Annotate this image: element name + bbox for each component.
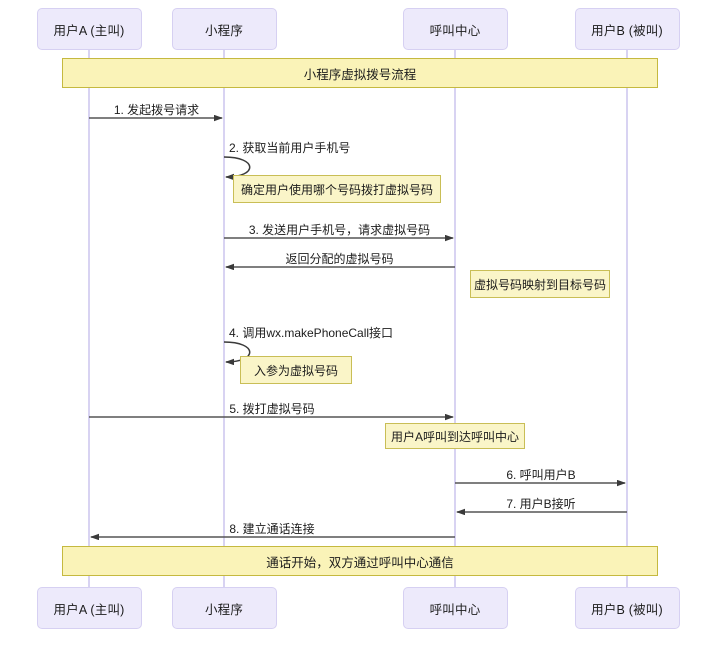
note-label: 用户A呼叫到达呼叫中心 — [391, 429, 520, 444]
participant-mp-bottom[interactable]: 小程序 — [171, 587, 277, 629]
participant-a-bottom[interactable]: 用户A (主叫) — [36, 587, 142, 629]
message-label-8: 7. 用户B接听 — [506, 497, 576, 511]
note-label: 虚拟号码映射到目标号码 — [474, 277, 607, 292]
participant-label: 小程序 — [204, 23, 244, 38]
message-arrow-5-self — [223, 341, 251, 366]
note-4: 用户A呼叫到达呼叫中心 — [385, 423, 525, 449]
message-label-2: 2. 获取当前用户手机号 — [229, 141, 351, 155]
message-label-5: 4. 调用wx.makePhoneCall接口 — [229, 326, 394, 340]
note-label: 确定用户使用哪个号码拨打虚拟号码 — [241, 182, 434, 197]
participant-cc-bottom[interactable]: 呼叫中心 — [402, 587, 508, 629]
participant-label: 用户B (被叫) — [591, 23, 663, 38]
banner-label: 通话开始，双方通过呼叫中心通信 — [266, 555, 454, 570]
participant-label: 用户A (主叫) — [53, 602, 125, 617]
message-label-4: 返回分配的虚拟号码 — [285, 252, 394, 266]
message-arrows-group — [89, 114, 627, 541]
participant-label: 用户B (被叫) — [591, 602, 663, 617]
message-label-3: 3. 发送用户手机号，请求虚拟号码 — [248, 223, 431, 237]
participant-b-bottom[interactable]: 用户B (被叫) — [574, 587, 680, 629]
note-3: 入参为虚拟号码 — [240, 356, 352, 384]
participant-b-top[interactable]: 用户B (被叫) — [574, 8, 680, 50]
banner-label: 小程序虚拟拨号流程 — [303, 67, 417, 82]
message-label-7: 6. 呼叫用户B — [506, 468, 576, 482]
lifelines-group — [88, 50, 628, 587]
note-label: 入参为虚拟号码 — [253, 363, 338, 378]
participant-a-top[interactable]: 用户A (主叫) — [36, 8, 142, 50]
message-label-9: 8. 建立通话连接 — [229, 522, 315, 536]
note-1: 确定用户使用哪个号码拨打虚拟号码 — [233, 175, 441, 203]
participant-label: 小程序 — [204, 602, 244, 617]
note-2: 虚拟号码映射到目标号码 — [470, 270, 610, 298]
message-label-6: 5. 拨打虚拟号码 — [229, 402, 315, 416]
banner-top: 小程序虚拟拨号流程 — [62, 58, 658, 88]
participant-label: 用户A (主叫) — [53, 23, 125, 38]
message-label-1: 1. 发起拨号请求 — [113, 103, 200, 117]
participant-label: 呼叫中心 — [429, 23, 481, 38]
participant-cc-top[interactable]: 呼叫中心 — [402, 8, 508, 50]
banner-bottom: 通话开始，双方通过呼叫中心通信 — [62, 546, 658, 576]
participant-mp-top[interactable]: 小程序 — [171, 8, 277, 50]
participant-label: 呼叫中心 — [429, 602, 481, 617]
